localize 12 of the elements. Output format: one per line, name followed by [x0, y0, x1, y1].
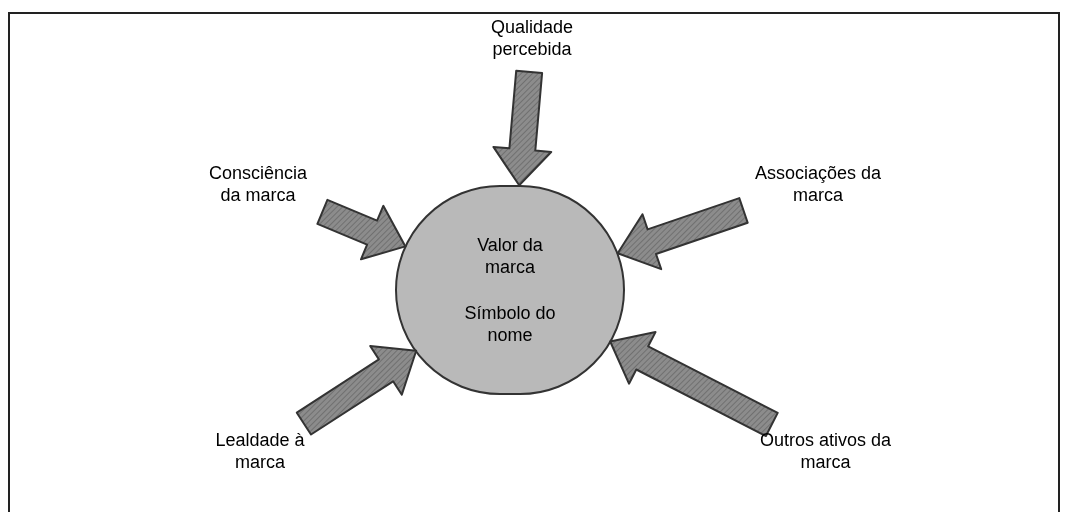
circle-heading: Valor da marca — [476, 234, 544, 278]
block-arrow — [616, 197, 749, 271]
block-arrow — [316, 198, 407, 261]
factor-label: Outros ativos da marca — [758, 429, 893, 473]
factor-label: Consciência da marca — [198, 162, 318, 206]
factor-label: Associações da marca — [753, 162, 883, 206]
factor-label: Qualidade percebida — [477, 16, 587, 60]
block-arrow — [295, 345, 418, 436]
circle-text: Símbolo do nome — [463, 302, 557, 346]
factor-label: Lealdade à marca — [215, 429, 305, 473]
block-arrow — [492, 69, 553, 187]
block-arrow — [609, 331, 779, 437]
